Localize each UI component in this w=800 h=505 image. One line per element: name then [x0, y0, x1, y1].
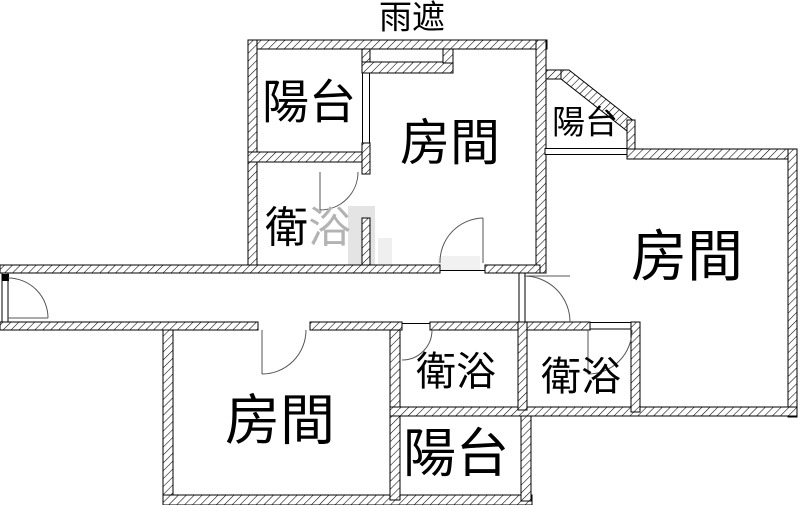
windows: [362, 72, 632, 330]
thin-walls: [1, 272, 526, 323]
walls: [0, 39, 798, 505]
balcony-bottom-label: 陽台: [403, 425, 509, 484]
balcony-top-right-label: 陽台: [552, 105, 618, 142]
balcony-top-left-label: 陽台: [262, 77, 356, 130]
bath-top-left-char2: 浴: [308, 205, 351, 253]
bath-top-left-label: 衛浴: [265, 208, 351, 251]
room-bottom-left-label: 房間: [224, 390, 336, 452]
room-top-label: 房間: [400, 115, 500, 171]
door-hinge-block: [2, 274, 9, 281]
room-right-label: 房間: [631, 227, 743, 289]
bath-middle-label: 衛浴: [416, 349, 496, 394]
rain-shield-label: 雨遮: [379, 0, 445, 37]
bath-top-left-char1: 衛: [265, 205, 308, 253]
doors: [7, 171, 633, 375]
bath-right-label: 衛浴: [541, 354, 621, 399]
